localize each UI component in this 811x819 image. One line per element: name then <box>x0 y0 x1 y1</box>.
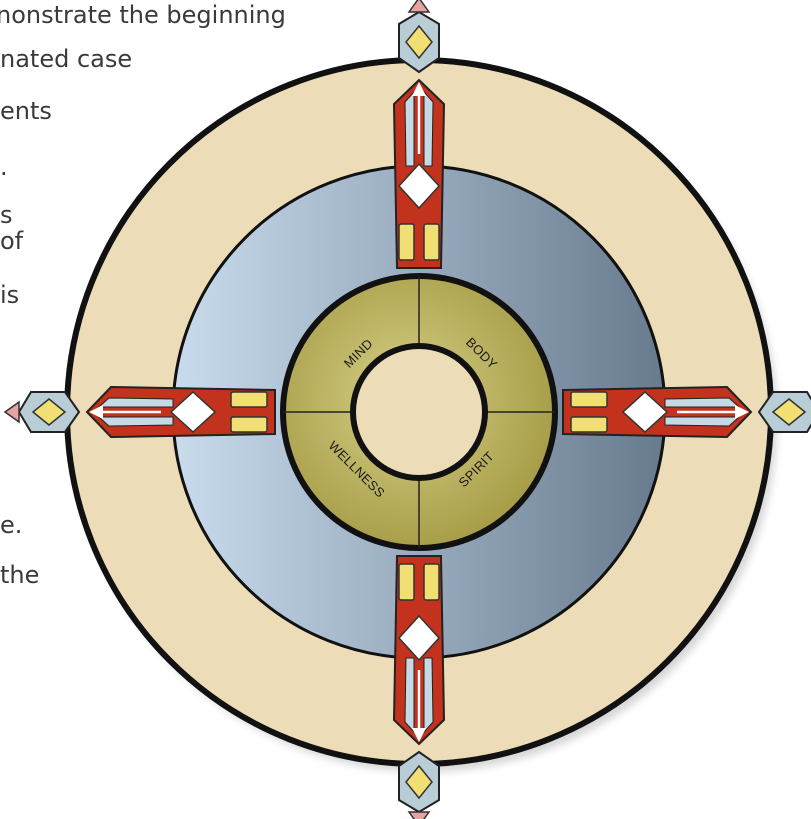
center-circle <box>353 346 485 478</box>
arm-south <box>394 556 444 819</box>
arm-east <box>563 387 811 437</box>
arm-north <box>394 0 444 268</box>
arm-west <box>5 387 275 437</box>
